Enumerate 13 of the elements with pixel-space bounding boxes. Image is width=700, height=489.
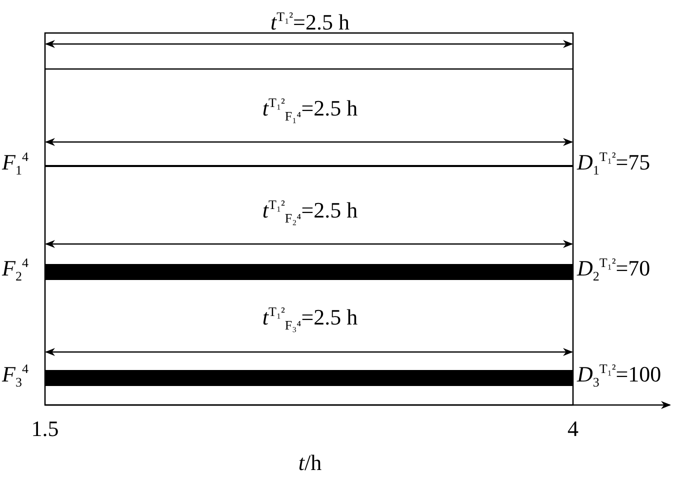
tick-label: 1.5 [31,418,59,440]
timeline-bar [45,370,573,386]
timeline-bar [45,165,573,167]
demand-label: D$_{2}$$^{T₁²}$=70 [577,256,650,283]
demand-label: D$_{3}$$^{T₁²}$=100 [577,362,662,389]
duration-label: t$^{T₁²}$$_{F₂⁴}$=2.5 h [262,198,358,225]
timeline-bar [45,264,573,280]
duration-label: t$^{T₁²}$=2.5 h [270,10,350,34]
demand-label: D$_{1}$$^{T₁²}$=75 [577,150,650,177]
duration-label: t$^{T₁²}$$_{F₁⁴}$=2.5 h [262,96,358,123]
duration-label: t$^{T₁²}$$_{F₃⁴}$=2.5 h [262,305,358,332]
axis-title: t/h [298,452,322,474]
tick-label: 4 [568,418,578,440]
